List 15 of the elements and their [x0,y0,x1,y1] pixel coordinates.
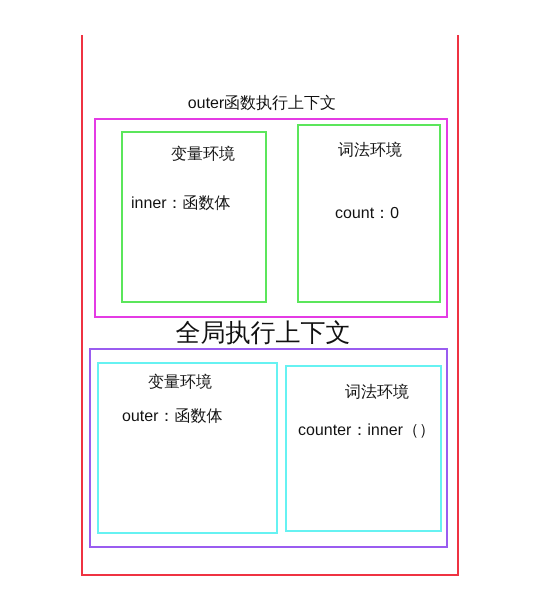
context-heading: outer函数执行上下文 [188,94,336,114]
environment-title: 词法环境 [345,383,409,402]
environment-box [97,362,278,534]
environment-entry: inner：函数体 [131,194,231,214]
environment-entry: outer：函数体 [122,407,222,426]
environment-entry: count：0 [335,204,400,224]
stack-container [81,35,459,576]
context-heading: 全局执行上下文 [176,318,350,348]
environment-box [121,131,267,303]
environment-entry: counter：inner（） [298,421,435,440]
environment-title: 变量环境 [171,145,235,164]
environment-title: 变量环境 [148,373,212,392]
environment-box [285,365,442,532]
environment-box [297,124,441,303]
environment-title: 词法环境 [338,141,402,160]
